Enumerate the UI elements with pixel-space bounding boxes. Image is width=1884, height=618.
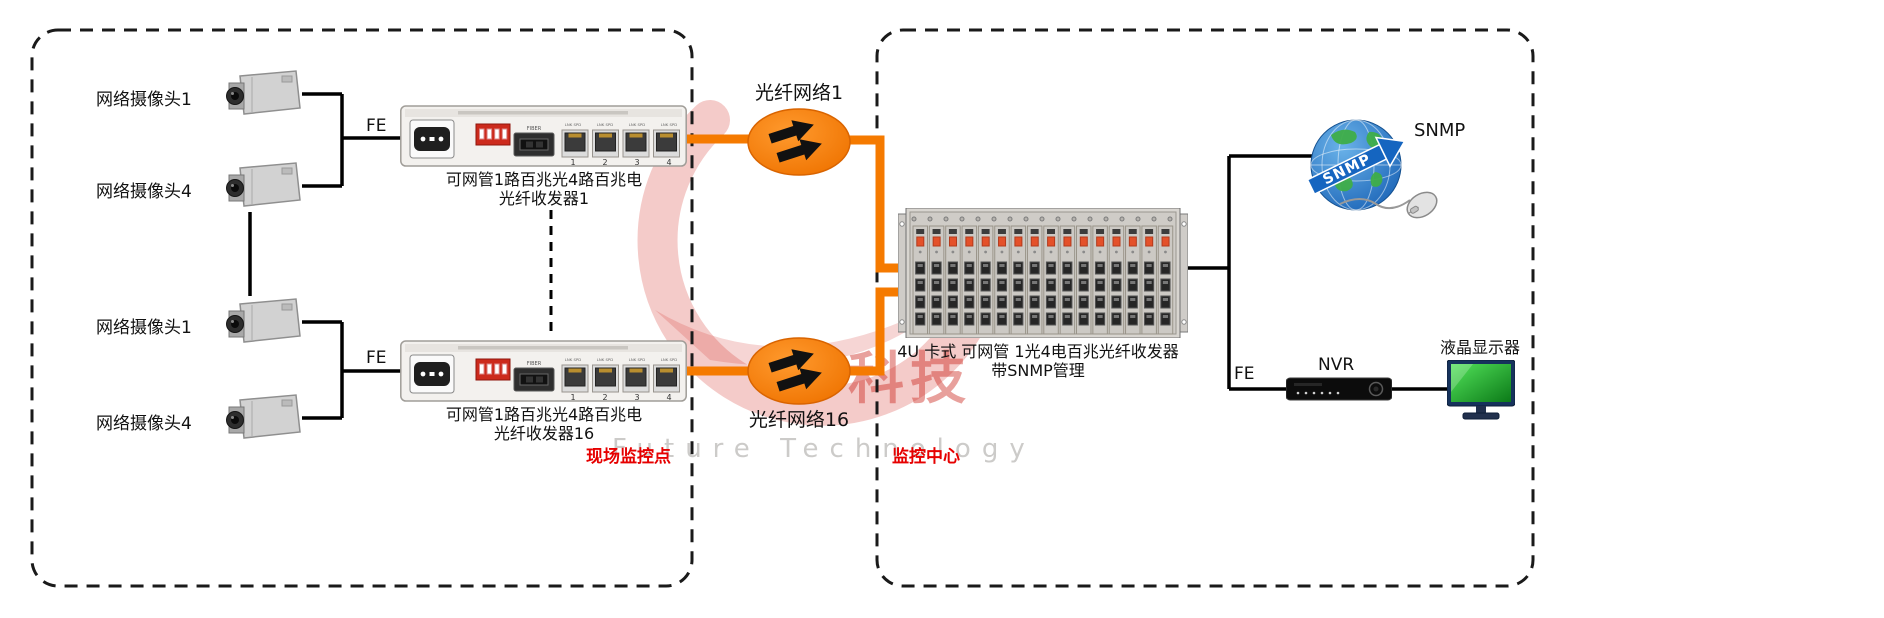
fe-label-bottom: FE	[366, 348, 387, 368]
mouse-cord	[1339, 198, 1411, 210]
port-number: 2	[602, 158, 608, 167]
camera-icon-top2	[222, 160, 302, 212]
fiber-cloud-1	[747, 108, 851, 176]
port-numbers: 1 2 3 4	[560, 158, 682, 167]
media-converter-1: FIBER LNK SPD LNK SPD LNK SPD LNK SPD 1 …	[400, 103, 687, 169]
monitor-label: 液晶显示器	[1439, 338, 1520, 357]
port-led-label: LNK SPD	[596, 123, 614, 128]
converter-1-caption-line2: 光纤收发器1	[498, 189, 590, 208]
rack-caption: 4U 卡式 可网管 1光4电百兆光纤收发器 带SNMP管理	[872, 342, 1204, 380]
converter-16-caption: 可网管1路百兆光4路百兆电 光纤收发器16	[398, 405, 690, 443]
watermark-logo	[637, 100, 1000, 426]
center-zone-label: 监控中心	[892, 447, 960, 467]
converter-1-caption-line1: 可网管1路百兆光4路百兆电	[445, 170, 643, 189]
port-number: 4	[666, 393, 672, 402]
site-zone-border	[30, 28, 694, 588]
port-numbers: 1 2 3 4	[560, 393, 682, 402]
converter-16-caption-line2: 光纤收发器16	[493, 424, 595, 443]
camera-bus-top	[302, 92, 402, 188]
nvr-label: NVR	[1318, 355, 1355, 375]
port-number: 3	[634, 393, 640, 402]
fiber-network-1-label: 光纤网络1	[754, 82, 844, 104]
fiber-network-16-label: 光纤网络16	[748, 409, 850, 431]
center-links	[1188, 154, 1452, 391]
media-converter-1-body	[400, 105, 687, 167]
port-led-label: LNK SPD	[564, 123, 582, 128]
port-led-labels: LNK SPD LNK SPD LNK SPD LNK SPD	[560, 123, 682, 128]
camera-icon-top1	[222, 68, 302, 120]
snmp-globe-icon: SNMP	[1306, 108, 1456, 228]
camera-label-top2: 网络摄像头4	[96, 182, 192, 202]
port-led-label: LNK SPD	[628, 358, 646, 363]
fiber-port-label: FIBER	[526, 126, 542, 132]
rack-caption-line2: 带SNMP管理	[991, 361, 1085, 380]
nvr-icon	[1286, 376, 1392, 402]
mouse-icon	[1406, 191, 1438, 219]
port-led-labels: LNK SPD LNK SPD LNK SPD LNK SPD	[560, 358, 682, 363]
port-number: 1	[570, 393, 576, 402]
converter-1-caption: 可网管1路百兆光4路百兆电 光纤收发器1	[398, 170, 690, 208]
port-led-label: LNK SPD	[596, 358, 614, 363]
port-led-label: LNK SPD	[660, 123, 678, 128]
camera-icon-bottom1	[222, 296, 302, 348]
port-led-label: LNK SPD	[660, 358, 678, 363]
fiber-cloud-16	[747, 337, 851, 405]
snmp-label: SNMP	[1414, 120, 1466, 141]
camera-label-bottom1: 网络摄像头1	[96, 318, 192, 338]
fe-label-center: FE	[1234, 364, 1255, 384]
port-number: 1	[570, 158, 576, 167]
converter-16-caption-line1: 可网管1路百兆光4路百兆电	[445, 405, 643, 424]
fiber-link-net1-rack	[846, 135, 910, 273]
watermark-text-cn: 科技	[848, 347, 972, 412]
fe-label-top: FE	[366, 116, 387, 136]
port-number: 4	[666, 158, 672, 167]
port-led-label: LNK SPD	[628, 123, 646, 128]
media-converter-16-body	[400, 340, 687, 402]
camera-bus-bottom	[302, 320, 402, 420]
port-led-label: LNK SPD	[564, 358, 582, 363]
camera-label-top1: 网络摄像头1	[96, 90, 192, 110]
rack-caption-line1: 4U 卡式 可网管 1光4电百兆光纤收发器	[897, 342, 1179, 361]
site-zone-label: 现场监控点	[586, 447, 671, 467]
fiber-port-label: FIBER	[526, 361, 542, 367]
port-number: 3	[634, 158, 640, 167]
port-number: 2	[602, 393, 608, 402]
watermark-text-en: Future Technology	[612, 434, 1036, 464]
monitor-icon	[1447, 360, 1515, 422]
camera-icon-bottom2	[222, 392, 302, 444]
media-converter-16: FIBER LNK SPD LNK SPD LNK SPD LNK SPD 1 …	[400, 338, 687, 404]
fiber-link-net16-rack	[846, 287, 910, 376]
camera-label-bottom2: 网络摄像头4	[96, 414, 192, 434]
rack-chassis-icon	[898, 208, 1188, 338]
